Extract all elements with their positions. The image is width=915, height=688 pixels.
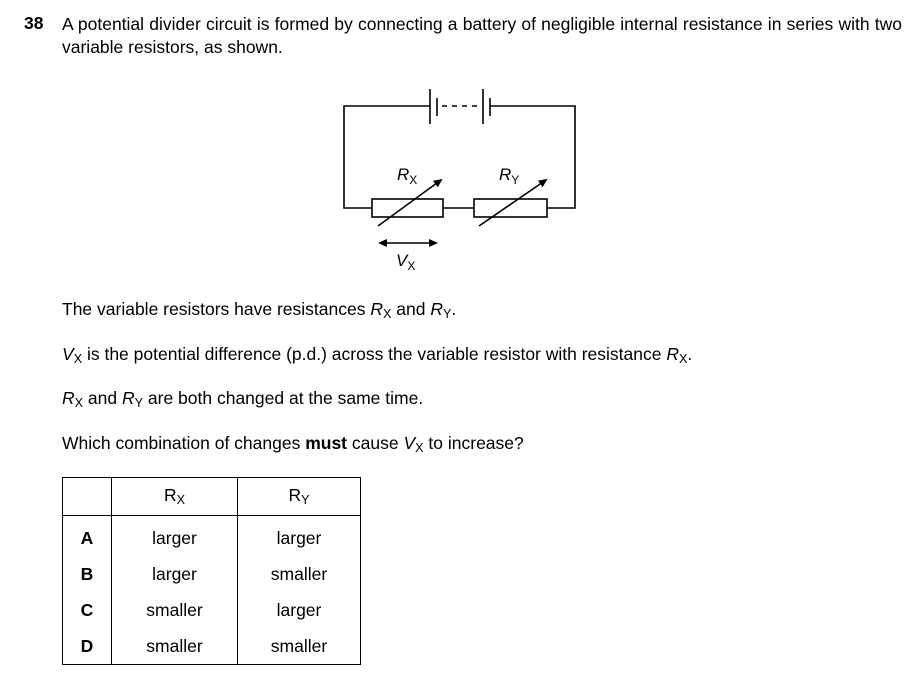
option-ry: larger xyxy=(237,592,361,628)
resistor-y xyxy=(473,198,548,218)
label-ry: RY xyxy=(499,165,519,187)
question-number: 38 xyxy=(24,13,44,33)
option-letter: B xyxy=(62,556,112,592)
table-row[interactable]: B larger smaller xyxy=(62,556,361,592)
option-rx: larger xyxy=(111,556,238,592)
wire-top-right xyxy=(490,105,576,209)
question-stem: A potential divider circuit is formed by… xyxy=(62,14,902,57)
answer-options-table: RX RY A larger larger B larger smaller C… xyxy=(62,477,361,665)
paragraph-pd-definition: VX is the potential difference (p.d.) ac… xyxy=(62,344,693,367)
header-rx: RX xyxy=(111,477,238,516)
circuit-diagram: RX RY VX xyxy=(343,89,576,273)
variable-arrow-x xyxy=(377,178,443,227)
label-vx: VX xyxy=(396,251,415,273)
paragraph-resistances: The variable resistors have resistances … xyxy=(62,299,457,322)
option-ry: smaller xyxy=(237,628,361,665)
option-ry: larger xyxy=(237,515,361,556)
table-header-row: RX RY xyxy=(62,477,361,516)
variable-arrow-y xyxy=(478,178,548,227)
option-ry: smaller xyxy=(237,556,361,592)
table-row[interactable]: C smaller larger xyxy=(62,592,361,628)
table-row[interactable]: A larger larger xyxy=(62,515,361,556)
label-rx: RX xyxy=(397,165,417,187)
paragraph-question: Which combination of changes must cause … xyxy=(62,433,524,456)
resistor-x xyxy=(371,198,444,218)
wire-top-left xyxy=(343,105,430,209)
option-rx: larger xyxy=(111,515,238,556)
option-rx: smaller xyxy=(111,628,238,665)
header-ry: RY xyxy=(237,477,361,516)
option-letter: C xyxy=(62,592,112,628)
paragraph-changed: RX and RY are both changed at the same t… xyxy=(62,388,424,411)
option-letter: A xyxy=(62,515,112,556)
header-option xyxy=(62,477,112,516)
table-row[interactable]: D smaller smaller xyxy=(62,628,361,665)
option-letter: D xyxy=(62,628,112,665)
option-rx: smaller xyxy=(111,592,238,628)
